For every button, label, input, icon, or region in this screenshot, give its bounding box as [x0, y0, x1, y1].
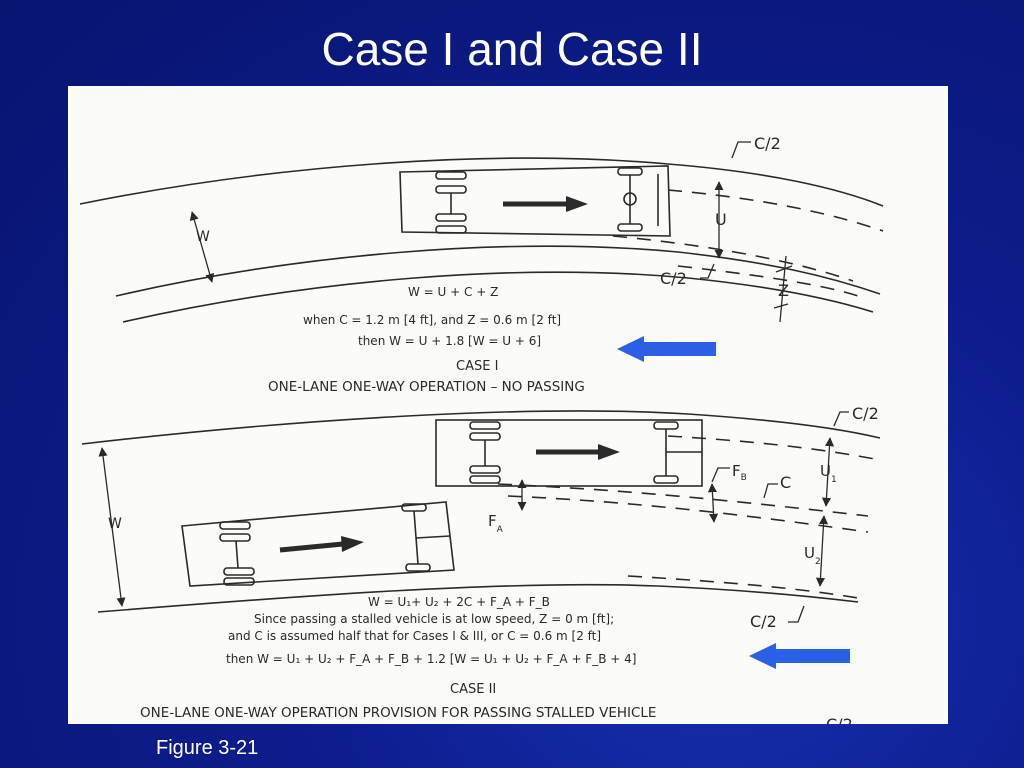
case1-label-z: Z — [778, 281, 789, 300]
case1-wheel — [617, 167, 643, 176]
case1-wheel — [435, 171, 467, 180]
case1-z-dimension-line — [779, 255, 787, 323]
case1-pointer-arrow — [617, 336, 716, 362]
case1-wheel — [435, 185, 467, 194]
case2-case-label: CASE II — [450, 682, 496, 697]
case2-u1-dimension-line — [821, 437, 835, 507]
case1-equation-3: then W = U + 1.8 [W = U + 6] — [358, 334, 541, 348]
figure-panel: C/2 W U C/2 Z W = U + C + Z when C = 1.2… — [68, 86, 948, 724]
case2-c2-top-leader — [833, 411, 849, 427]
case1-equation-1: W = U + C + Z — [408, 285, 498, 299]
case1-label-c2-top: C/2 — [754, 134, 781, 153]
case2-wheel — [653, 421, 679, 430]
case2-equation-4: then W = U₁ + U₂ + F_A + F_B + 1.2 [W = … — [226, 652, 636, 666]
case2-wheel — [223, 577, 255, 586]
case1-road-edge-bottom-outer — [122, 271, 874, 323]
case2-dashed-mid-2 — [507, 495, 869, 533]
case2-wheel — [223, 567, 255, 576]
case1-c2-mid-leader — [700, 263, 715, 279]
case2-wheel — [405, 563, 431, 572]
case2-w-dimension-line — [98, 447, 126, 607]
case1-w-dimension-line — [189, 211, 215, 283]
road-diagram: C/2 W U C/2 Z W = U + C + Z when C = 1.2… — [79, 134, 884, 724]
case2-wheel — [469, 465, 501, 474]
case1-road-edge-top — [79, 157, 884, 207]
case2-c-leader — [763, 483, 778, 499]
case2-dashed-top — [667, 435, 881, 461]
case2-wheel — [219, 521, 251, 530]
case2-label-fb: FB — [732, 462, 747, 483]
case2-vehicle-upper — [435, 419, 703, 487]
case2-vehicle-upper-body — [435, 419, 703, 487]
case2-equation-3: and C is assumed half that for Cases I &… — [228, 629, 601, 643]
case2-wheel — [469, 421, 501, 430]
case2-label-c2-cut: C/2 — [826, 715, 853, 724]
figure-caption: Figure 3-21 — [156, 737, 259, 759]
case1-label-c2-mid: C/2 — [660, 269, 687, 288]
case2-wheel — [469, 475, 501, 484]
case2-road-edge-top — [81, 410, 881, 445]
case1-label-w: W — [196, 229, 210, 245]
case2-equation-1: W = U₁+ U₂ + 2C + F_A + F_B — [368, 595, 550, 609]
case1-road — [79, 157, 884, 323]
case2-u2-dimension-line — [815, 515, 829, 587]
case2-dashed-mid-1 — [497, 483, 869, 517]
case2-fb-leader — [711, 467, 730, 483]
case2-description: ONE-LANE ONE-WAY OPERATION PROVISION FOR… — [140, 705, 656, 721]
case1-c2-top-leader — [731, 141, 751, 159]
case1-wheel — [435, 213, 467, 222]
case1-vehicle — [399, 165, 671, 237]
case1-wheel — [617, 223, 643, 232]
case2-wheel — [469, 432, 501, 441]
case2-label-c2-top: C/2 — [852, 404, 879, 423]
case2-label-fa: FA — [488, 512, 504, 535]
case2-road-edge-bottom — [97, 583, 859, 613]
case1-dashed-top — [667, 189, 884, 232]
case2-pointer-arrow — [749, 643, 850, 669]
slide-title: Case I and Case II — [321, 23, 703, 75]
case1-road-edge-bottom — [115, 245, 881, 297]
case2-lower-direction-arrowhead — [341, 536, 364, 552]
case2-label-u2: U2 — [804, 544, 821, 567]
case2-road — [81, 410, 881, 613]
case1-equation-2: when C = 1.2 m [4 ft], and Z = 0.6 m [2 … — [303, 313, 561, 327]
case2-label-c: C — [780, 473, 791, 492]
case1-case-label: CASE I — [456, 359, 498, 374]
case2-dashed-low — [627, 575, 859, 599]
case1-dashed-low — [677, 265, 859, 297]
case2-wheel — [653, 475, 679, 484]
case2-label-c2-bottom: C/2 — [750, 612, 777, 631]
case2-lower-direction-arrow — [279, 541, 344, 553]
case2-equation-2: Since passing a stalled vehicle is at lo… — [254, 612, 614, 626]
case1-wheel — [435, 225, 467, 234]
case1-direction-arrowhead — [566, 196, 588, 212]
case1-description: ONE-LANE ONE-WAY OPERATION – NO PASSING — [268, 379, 585, 395]
case2-label-w: W — [108, 516, 122, 532]
case2-label-u1: U1 — [820, 462, 837, 485]
case2-wheel — [219, 533, 251, 542]
case2-vehicle-lower-body — [181, 501, 455, 587]
case2-vehicle-lower — [181, 501, 455, 587]
case2-c2-bottom-leader — [788, 605, 805, 623]
case1-label-u: U — [715, 210, 727, 229]
case1-dashed-mid — [612, 235, 854, 282]
case1-vehicle-body — [399, 165, 671, 237]
case2-fb-dimension-line — [707, 483, 719, 523]
case2-upper-direction-arrowhead — [598, 444, 620, 460]
